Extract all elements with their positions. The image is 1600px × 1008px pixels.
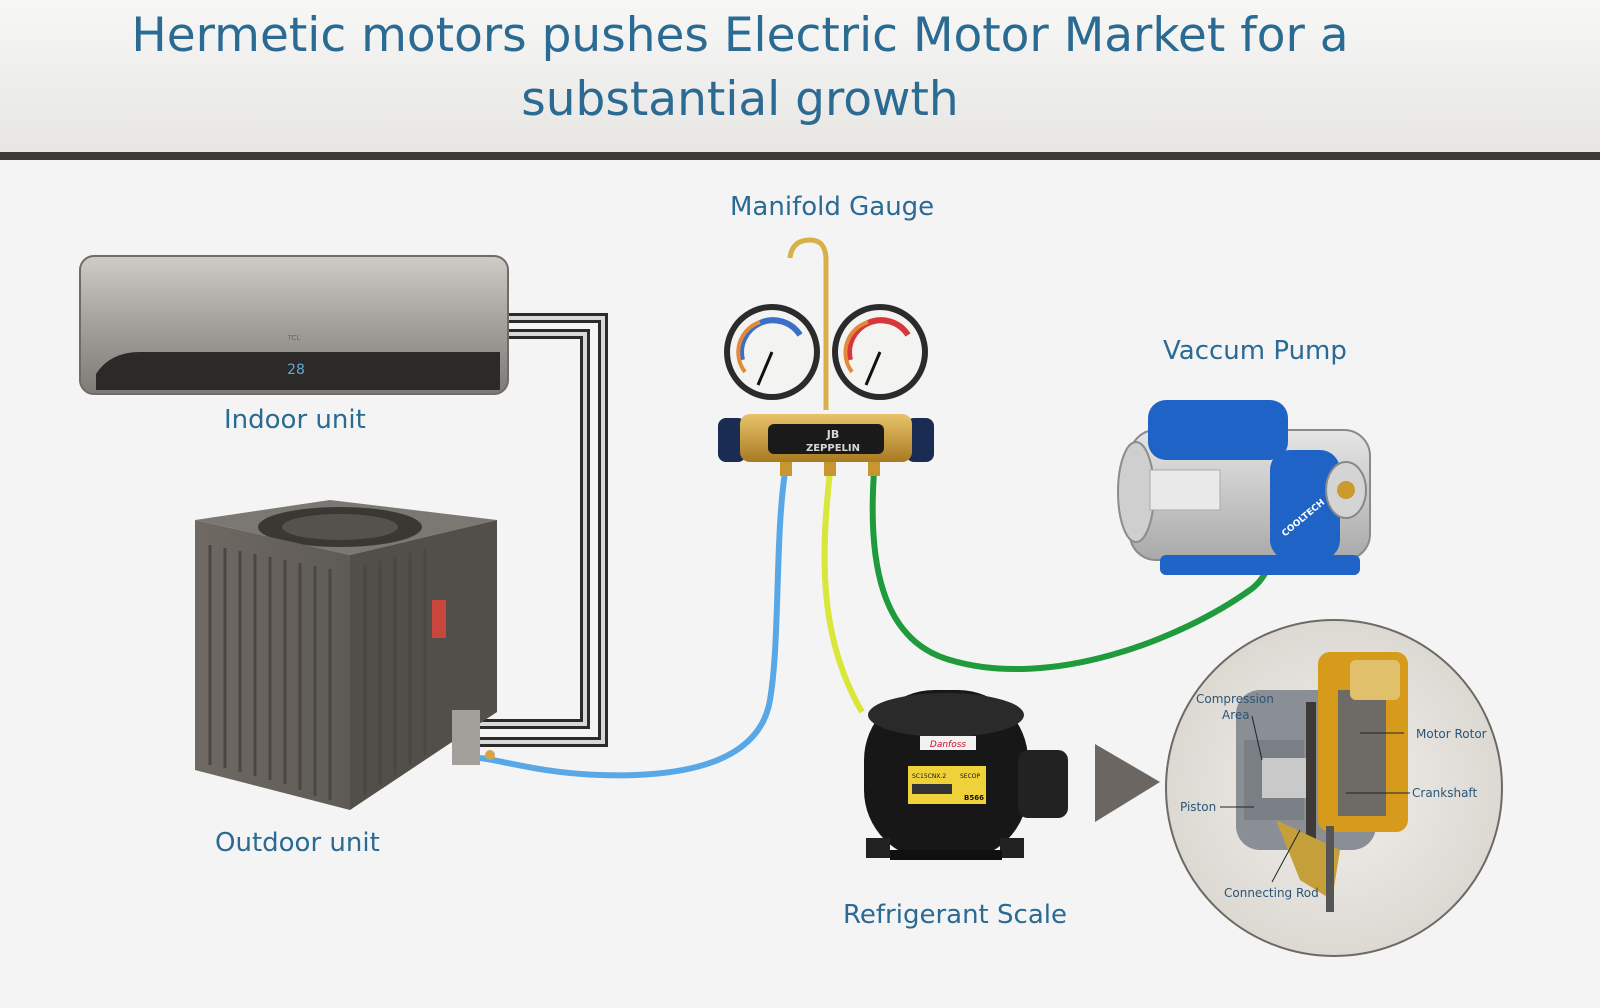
cutaway-compression-area-line2: Area bbox=[1222, 708, 1250, 722]
manifold-brand-mark: JB bbox=[826, 428, 839, 441]
compressor-model: SC15CNX.2 bbox=[912, 773, 946, 780]
refrigerant-lines bbox=[470, 313, 608, 747]
indoor-display: 28 bbox=[287, 362, 305, 378]
indoor-brand: TCL bbox=[287, 334, 301, 342]
vacuum-pump-illustration: COOLTECH bbox=[1117, 400, 1371, 575]
indoor-unit-illustration: TCL 28 bbox=[79, 255, 509, 395]
page-title: Hermetic motors pushes Electric Motor Ma… bbox=[131, 8, 1349, 127]
header-divider bbox=[0, 152, 1600, 160]
cutaway-motor-rotor: Motor Rotor bbox=[1416, 727, 1487, 741]
outdoor-unit-label: Outdoor unit bbox=[215, 828, 380, 858]
cutaway-leader-lines bbox=[1220, 715, 1410, 883]
compressor-brand: Danfoss bbox=[930, 740, 967, 750]
cutaway-piston: Piston bbox=[1180, 800, 1217, 814]
compressor-number: B566 bbox=[964, 794, 984, 802]
outdoor-unit-illustration bbox=[195, 500, 497, 810]
cutaway-compression-area-line1: Compression bbox=[1196, 692, 1274, 706]
header-banner: Hermetic motors pushes Electric Motor Ma… bbox=[0, 0, 1600, 152]
cutaway-connecting-rod: Connecting Rod bbox=[1224, 886, 1319, 900]
compressor-illustration: Danfoss SC15CNX.2 SECOP B566 bbox=[864, 690, 1068, 860]
compressor-cutaway bbox=[1165, 619, 1503, 957]
vacuum-pump-label: Vaccum Pump bbox=[1163, 336, 1347, 366]
arrow-right-icon bbox=[1095, 744, 1160, 822]
manifold-gauge-illustration: JB ZEPPELIN bbox=[718, 237, 934, 476]
refrigerant-scale-label: Refrigerant Scale bbox=[843, 900, 1067, 930]
compressor-code: SECOP bbox=[960, 773, 981, 780]
manifold-brand: ZEPPELIN bbox=[806, 443, 860, 454]
manifold-gauge-label: Manifold Gauge bbox=[730, 192, 935, 222]
cutaway-crankshaft: Crankshaft bbox=[1412, 786, 1478, 800]
indoor-unit-label: Indoor unit bbox=[224, 405, 366, 435]
